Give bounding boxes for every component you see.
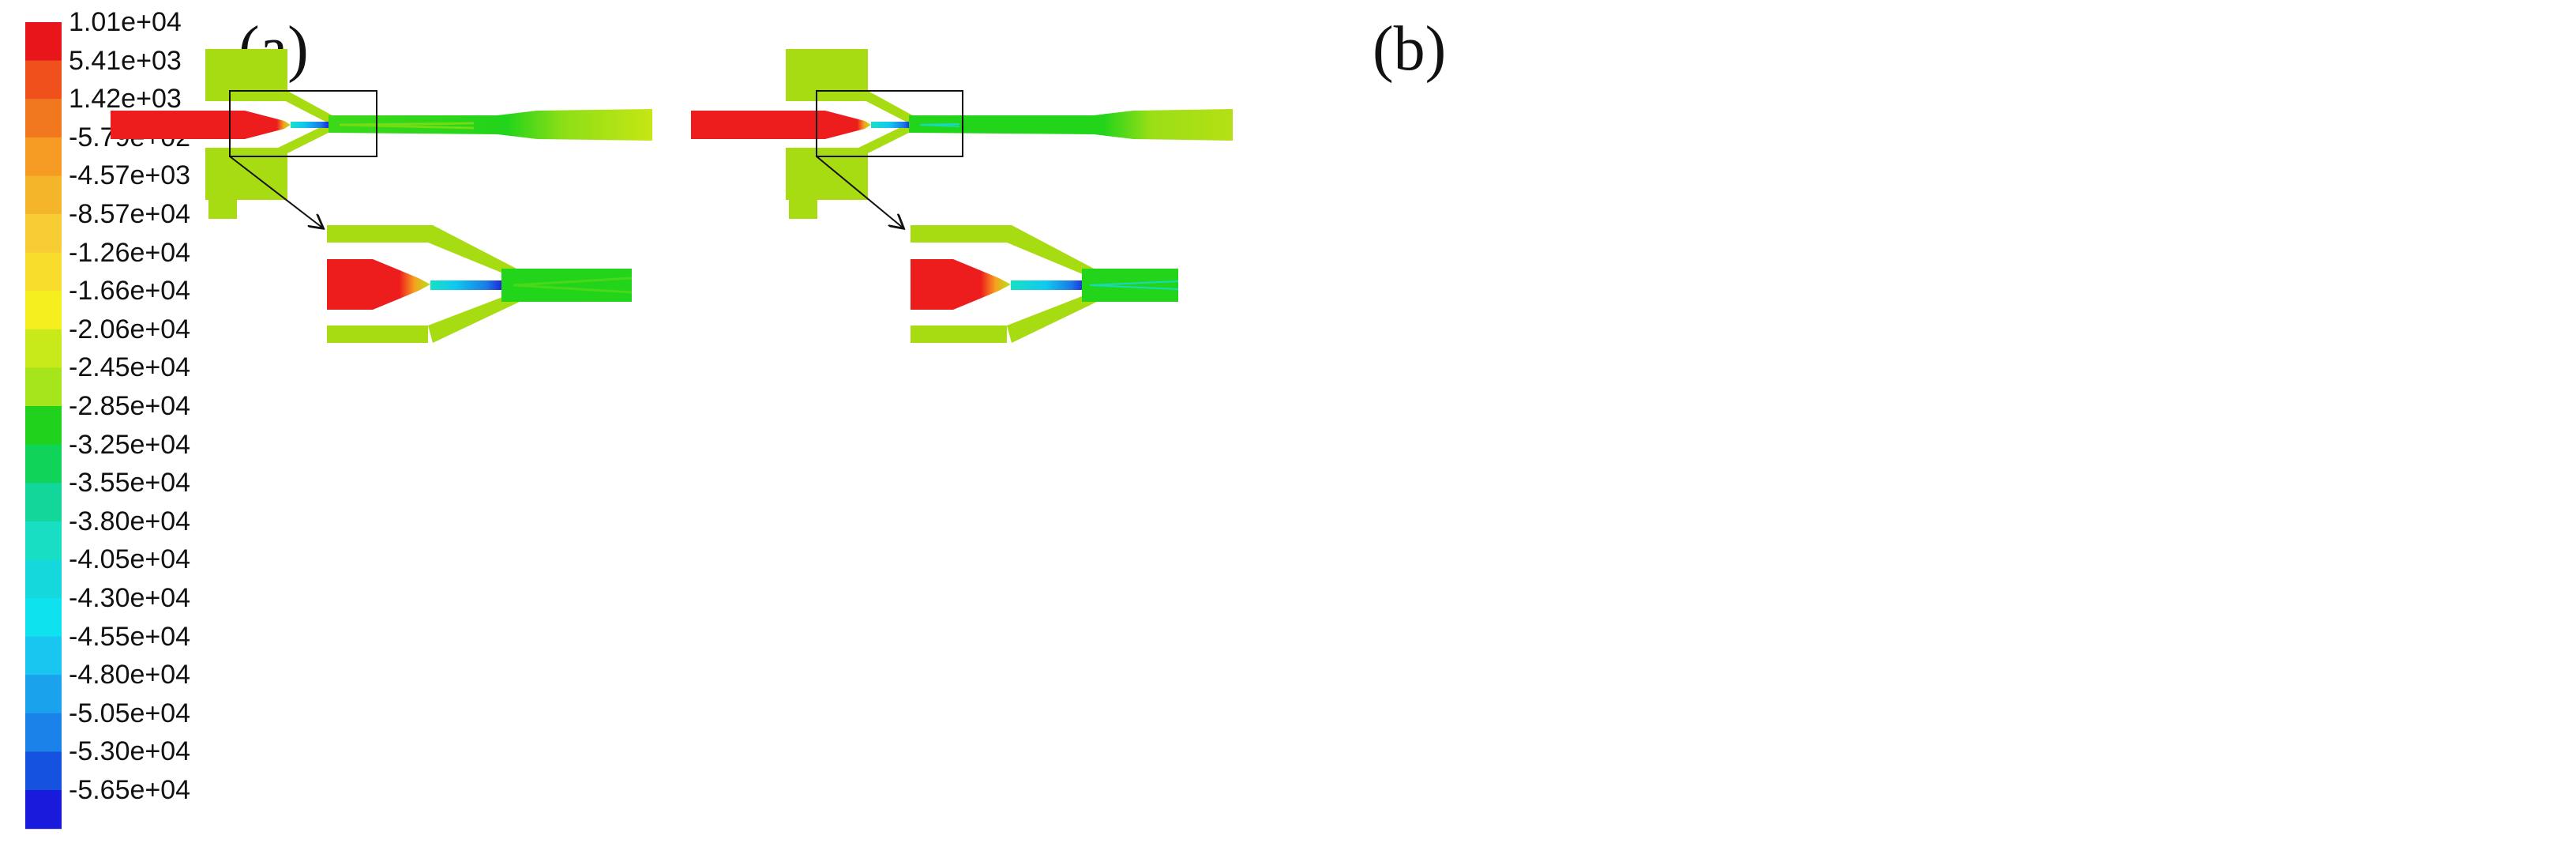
legend-swatch [25,60,62,100]
legend-color-bar [25,22,62,830]
panel-a-nozzle-throat [291,122,329,128]
legend-label: 1.42e+03 [69,84,182,115]
panel-a-primary-inlet [111,111,245,139]
legend-label: -4.80e+04 [69,660,191,691]
legend-label: -1.66e+04 [69,276,191,307]
legend-swatch [25,483,62,522]
legend-label: -2.85e+04 [69,391,191,421]
legend-label: 5.41e+03 [69,45,182,76]
legend-swatch [25,175,62,215]
legend-swatch [25,252,62,292]
legend-label: -5.05e+04 [69,698,191,728]
panel-b-zoom-arrow [816,156,903,228]
legend-swatch [25,406,62,446]
panel-b-nozzle-tip [825,111,871,139]
legend-swatch [25,99,62,138]
legend-label: -3.25e+04 [69,429,191,460]
legend-swatch [25,675,62,714]
legend-label: -2.06e+04 [69,314,191,344]
legend-label: -3.55e+04 [69,468,191,499]
legend-swatch [25,291,62,330]
panel-b-primary-inlet [691,111,825,139]
legend-label: -4.55e+04 [69,621,191,652]
legend-label: -2.45e+04 [69,352,191,383]
panel-a-diffuser [329,109,652,141]
legend-label: -8.57e+04 [69,199,191,229]
legend-swatch [25,713,62,752]
legend-swatch [25,214,62,254]
legend-label: -5.30e+04 [69,736,191,767]
panel-a-zoom-frame [229,90,377,157]
panel-b-zoom-frame [816,90,963,157]
legend-swatch [25,751,62,791]
legend-label: 1.01e+04 [69,7,182,37]
panel-b-contour [691,49,1233,343]
legend-swatch [25,598,62,638]
legend-swatch [25,367,62,407]
panel-b-diffuser [909,109,1233,141]
legend-swatch [25,329,62,368]
panel-b-zoom-detail [911,225,1179,343]
legend-swatch [25,636,62,675]
legend-swatch [25,790,62,830]
panel-a-zoom-detail [327,225,633,343]
legend-label: -4.05e+04 [69,544,191,575]
legend-swatch [25,137,62,176]
legend-swatch [25,521,62,560]
legend-label: -5.65e+04 [69,775,191,805]
panel-label-b: (b) [1372,14,1447,84]
legend-label: -3.80e+04 [69,506,191,536]
legend-swatch [25,22,62,62]
legend-swatch [25,559,62,599]
panel-b-nozzle-throat [871,122,909,128]
legend-label: -4.57e+03 [69,160,191,191]
legend-label: -4.30e+04 [69,583,191,613]
legend-swatch [25,444,62,484]
panel-a-contour [111,49,652,343]
legend-label: -1.26e+04 [69,237,191,268]
panel-a-zoom-arrow [229,156,322,228]
panel-a-nozzle-tip [245,111,291,139]
